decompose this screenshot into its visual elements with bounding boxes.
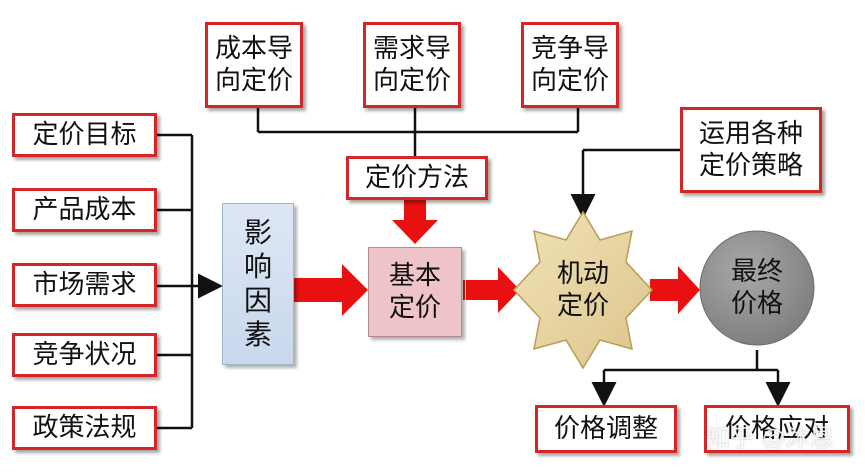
final-price-circle — [699, 230, 815, 346]
method-cost-oriented: 成本导 向定价 — [205, 22, 303, 108]
method-competition-oriented: 竞争导 向定价 — [521, 22, 619, 108]
arrow-flex-to-final — [650, 266, 700, 314]
methods-bracket — [256, 108, 580, 156]
outcome-branches — [591, 350, 791, 407]
arrow-influence-to-basic — [293, 264, 368, 316]
basic-price-box: 基本 定价 — [368, 247, 462, 337]
watermark: 知乎 @沐恩 — [706, 424, 834, 452]
method-demand-oriented: 需求导 向定价 — [363, 22, 461, 108]
strategy-connector — [570, 148, 680, 219]
arrow-method-to-basic — [392, 200, 438, 244]
influence-factors-box: 影 响 因 素 — [222, 203, 294, 365]
factor-policy: 政策法规 — [12, 406, 157, 450]
factor-bracket — [157, 133, 223, 430]
strategy-box: 运用各种 定价策略 — [680, 107, 822, 193]
outcome-price-adjustment: 价格调整 — [535, 405, 677, 453]
factor-product-cost: 产品成本 — [12, 188, 157, 232]
flexible-price-label: 机动 定价 — [556, 259, 609, 321]
pricing-method-box: 定价方法 — [346, 156, 488, 200]
factor-competition: 竞争状况 — [12, 333, 157, 377]
final-price-label: 最终 价格 — [730, 257, 783, 319]
factor-pricing-goal: 定价目标 — [12, 113, 157, 157]
arrow-basic-to-flex — [466, 267, 520, 313]
flexible-price-star — [512, 210, 654, 370]
outcome-price-response: 价格应对 — [704, 405, 850, 453]
factor-market-demand: 市场需求 — [12, 263, 157, 307]
